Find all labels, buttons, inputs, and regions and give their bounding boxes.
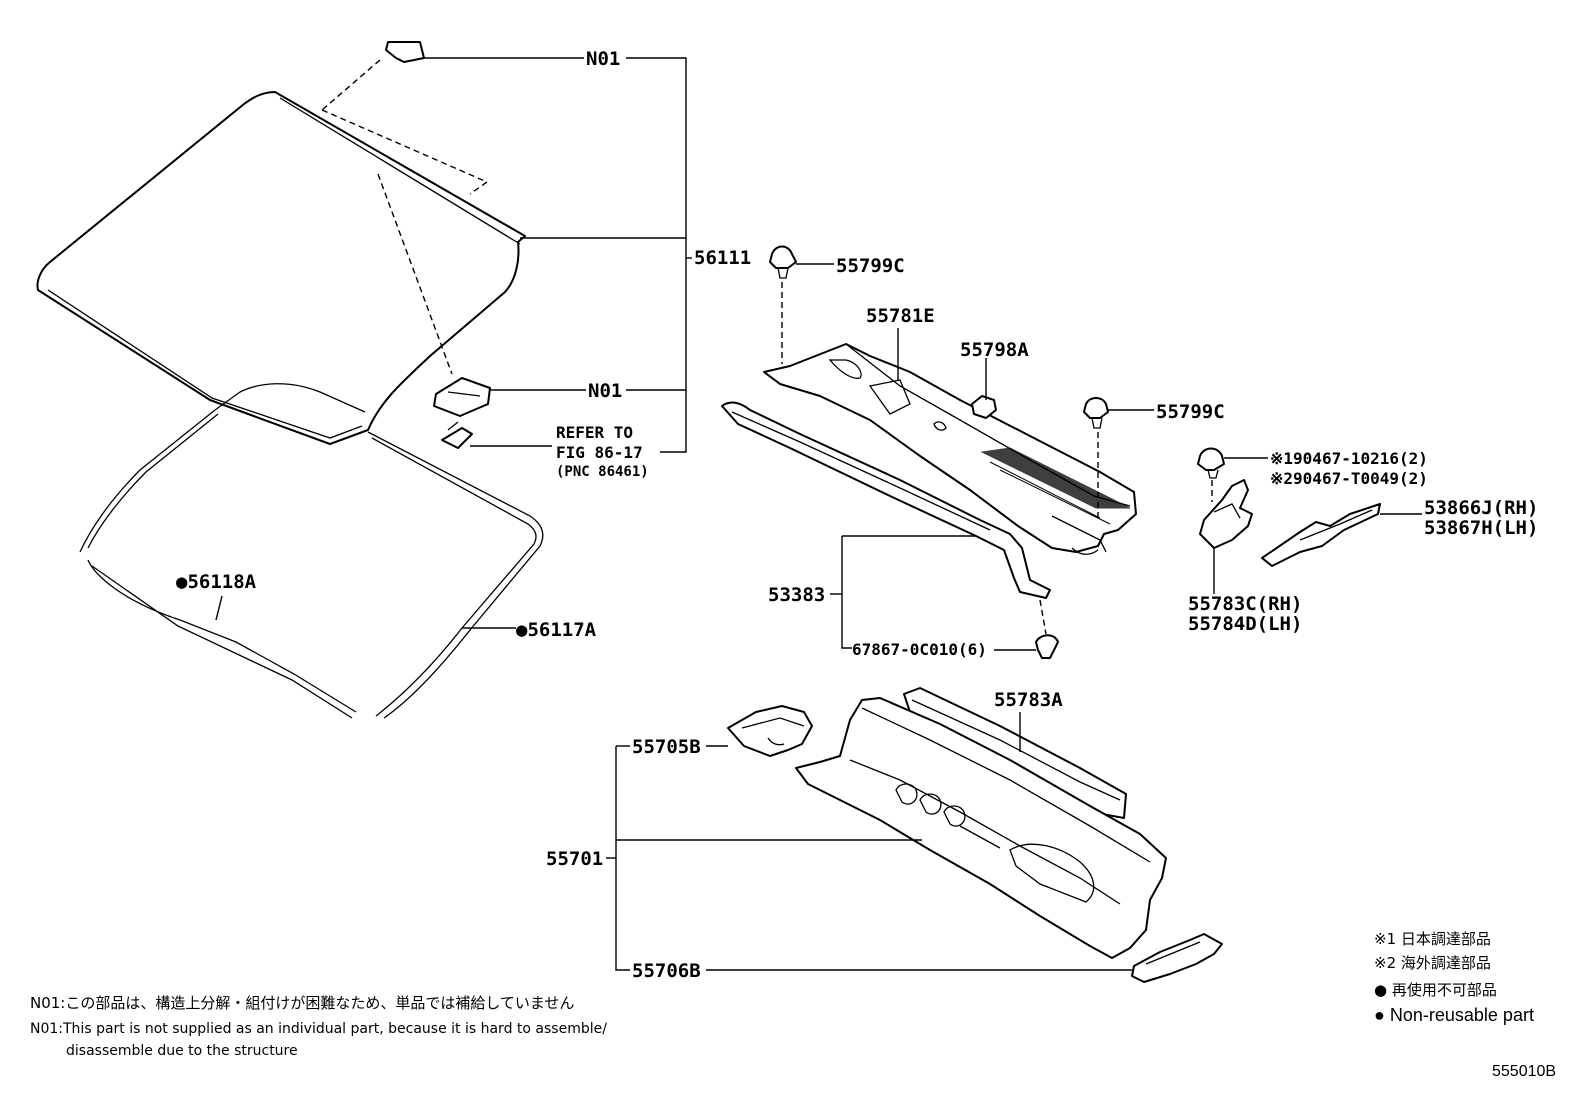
label-55798A: 55798A <box>960 339 1029 361</box>
label-55784D: 55784D(LH) <box>1188 613 1302 635</box>
weatherstrip-group <box>79 383 544 719</box>
label-55783A: 55783A <box>994 689 1063 711</box>
label-55705B: 55705B <box>632 736 701 758</box>
label-90467-1: ※190467-10216(2) <box>1270 449 1428 468</box>
label-refer-3: (PNC 86461) <box>556 464 649 480</box>
leader-lines-cowl <box>796 263 1154 651</box>
label-refer-2: FIG 86-17 <box>556 443 643 462</box>
label-56117A: ●56117A <box>516 619 597 641</box>
label-n01-mid: N01 <box>588 380 622 402</box>
part-labels: N01 56111 N01 REFER TO FIG 86-17 (PNC 86… <box>176 48 1538 982</box>
label-53867H: 53867H(LH) <box>1424 517 1538 539</box>
note-jp: N01:この部品は、構造上分解・組付けが困難なため、単品では補給していません <box>30 994 574 1012</box>
leader-lines-left <box>215 57 692 629</box>
label-refer-1: REFER TO <box>556 423 633 442</box>
side-parts-group <box>1197 447 1422 594</box>
label-55781E: 55781E <box>866 305 935 327</box>
legend-item-2: ※2 海外調達部品 <box>1374 954 1491 972</box>
cowl-panel-group <box>727 687 1223 983</box>
label-56118A: ●56118A <box>176 571 257 593</box>
label-56111: 56111 <box>694 247 751 269</box>
label-90467-2: ※290467-T0049(2) <box>1270 469 1428 488</box>
windshield-glass-group <box>36 41 526 449</box>
legend-item-4: ● Non-reusable part <box>1374 1005 1534 1025</box>
label-55783C: 55783C(RH) <box>1188 593 1302 615</box>
legend-item-3: ● 再使用不可部品 <box>1374 981 1497 999</box>
label-55701: 55701 <box>546 848 603 870</box>
legend-item-1: ※1 日本調達部品 <box>1374 930 1491 948</box>
label-67867: 67867-0C010(6) <box>852 640 987 659</box>
label-53866J: 53866J(RH) <box>1424 497 1538 519</box>
legend: ※1 日本調達部品 ※2 海外調達部品 ● 再使用不可部品 ● Non-reus… <box>1374 930 1534 1025</box>
diagram-code: 555010B <box>1492 1063 1556 1080</box>
label-55799C-top: 55799C <box>836 255 905 277</box>
label-55706B: 55706B <box>632 960 701 982</box>
label-55799C-right: 55799C <box>1156 401 1225 423</box>
label-53383: 53383 <box>768 584 825 606</box>
cowl-top-group <box>721 245 1137 659</box>
notes: N01:この部品は、構造上分解・組付けが困難なため、単品では補給していません N… <box>30 994 607 1059</box>
label-n01-top: N01 <box>586 48 620 70</box>
note-en-line1: N01:This part is not supplied as an indi… <box>30 1021 607 1037</box>
leader-lines-dash <box>606 745 1132 971</box>
note-en-line2: disassemble due to the structure <box>66 1043 298 1059</box>
